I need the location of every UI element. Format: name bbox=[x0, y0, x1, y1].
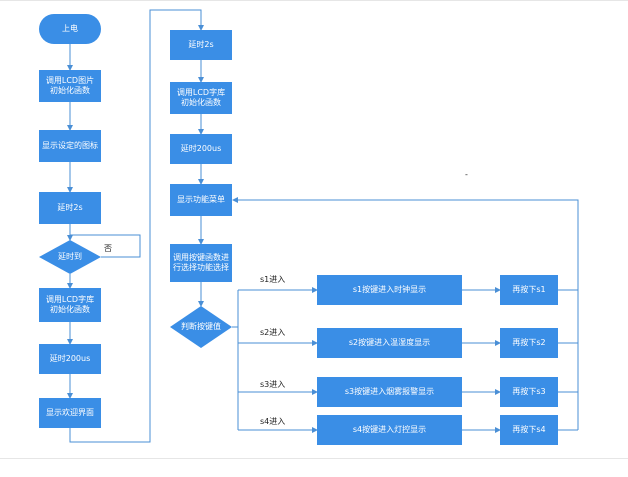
bottom-border bbox=[0, 458, 628, 459]
label-s4-enter: s4进入 bbox=[260, 417, 286, 426]
node-call-lcd-font-init-a: 调用LCD字库初始化函数 bbox=[39, 288, 101, 322]
node-press-s1: 再按下s1 bbox=[500, 275, 558, 305]
node-s4-light: s4按键进入灯控显示 bbox=[317, 415, 462, 445]
decision-delay-reached-label: 延时到 bbox=[58, 252, 82, 261]
decision-judge-key-label: 判断按键值 bbox=[181, 322, 221, 331]
node-call-key-func: 调用按键函数进行选择功能选择 bbox=[170, 244, 232, 282]
node-s2-temp: s2按键进入温湿度显示 bbox=[317, 328, 462, 358]
top-border bbox=[0, 0, 628, 1]
edge-return-to-menu bbox=[232, 197, 579, 430]
decision-judge-key bbox=[170, 306, 232, 348]
label-s2-enter: s2进入 bbox=[260, 328, 286, 337]
node-show-set-image: 显示设定的图标 bbox=[39, 130, 101, 162]
node-power-on: 上电 bbox=[39, 14, 101, 44]
edge-decision-no-loop bbox=[70, 234, 141, 258]
decision-delay-reached bbox=[39, 240, 101, 274]
node-delay-2s-a: 延时2s bbox=[39, 192, 101, 224]
label-no: 否 bbox=[104, 244, 112, 253]
edge-welcome-to-col2 bbox=[69, 9, 204, 443]
node-delay-200us-a: 延时200us bbox=[39, 344, 101, 374]
node-show-menu: 显示功能菜单 bbox=[170, 184, 232, 216]
node-press-s3: 再按下s3 bbox=[500, 377, 558, 407]
node-press-s2: 再按下s2 bbox=[500, 328, 558, 358]
node-delay-2s-b: 延时2s bbox=[170, 30, 232, 60]
label-dot: - bbox=[465, 170, 468, 179]
node-call-lcd-font-init-b: 调用LCD字库初始化函数 bbox=[170, 82, 232, 114]
node-show-welcome: 显示欢迎界面 bbox=[39, 398, 101, 428]
label-s3-enter: s3进入 bbox=[260, 380, 286, 389]
node-press-s4: 再按下s4 bbox=[500, 415, 558, 445]
node-s1-clock: s1按键进入时钟显示 bbox=[317, 275, 462, 305]
node-s3-smoke: s3按键进入烟雾报警显示 bbox=[317, 377, 462, 407]
label-s1-enter: s1进入 bbox=[260, 275, 286, 284]
node-delay-200us-b: 延时200us bbox=[170, 134, 232, 164]
node-call-lcd-img-init: 调用LCD图片初始化函数 bbox=[39, 70, 101, 102]
